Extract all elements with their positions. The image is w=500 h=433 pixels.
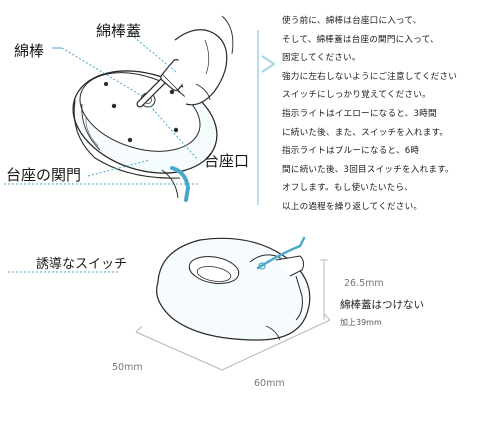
instructions-block: 使う前に、綿棒は台座口に入って、 そして、綿棒蓋は台座の関門に入って、 固定して…	[282, 12, 494, 217]
instruction-line: 固定してください。	[282, 53, 361, 64]
note-plus-length: 加上39mm	[340, 318, 382, 327]
top-device-illustration	[4, 15, 234, 202]
instruction-line: 以上の過程を繰り返してください。	[282, 201, 423, 212]
instruction-line: スイッチにしっかり覚えてください。	[282, 90, 431, 101]
instruction-line: オフします。もし使いたいたら、	[282, 183, 414, 194]
instruction-line: 使う前に、綿棒は台座口に入って、	[282, 16, 422, 26]
label-base-port: 台座口	[204, 152, 250, 170]
label-base-valve: 台座の関門	[6, 166, 82, 184]
dimension-height: 26.5mm	[344, 278, 384, 289]
instruction-line: そして、綿棒蓋は台座の関門に入って、	[282, 34, 439, 45]
instruction-line: 間に続いた後、3回目スイッチを入れます。	[282, 164, 454, 175]
bottom-device-illustration	[8, 236, 331, 371]
chevron-right-icon	[261, 55, 276, 73]
instruction-line: 指示ライトはブルーになると、6時	[282, 146, 420, 157]
dimension-width: 60mm	[254, 378, 285, 389]
instruction-line: 指示ライトはイエローになると、3時間	[282, 108, 437, 119]
note-no-cap: 綿棒蓋はつけない	[340, 299, 424, 311]
label-cotton-swab: 綿棒	[14, 42, 45, 60]
label-swab-cap: 綿棒蓋	[96, 22, 142, 40]
dimension-depth: 50mm	[112, 362, 143, 373]
instruction-line: 強力に左右しないようにご注意してください	[282, 71, 458, 82]
instruction-line: に続いた後、また、スイッチを入れます。	[282, 127, 449, 138]
label-switch: 誘導なスイッチ	[36, 257, 128, 272]
